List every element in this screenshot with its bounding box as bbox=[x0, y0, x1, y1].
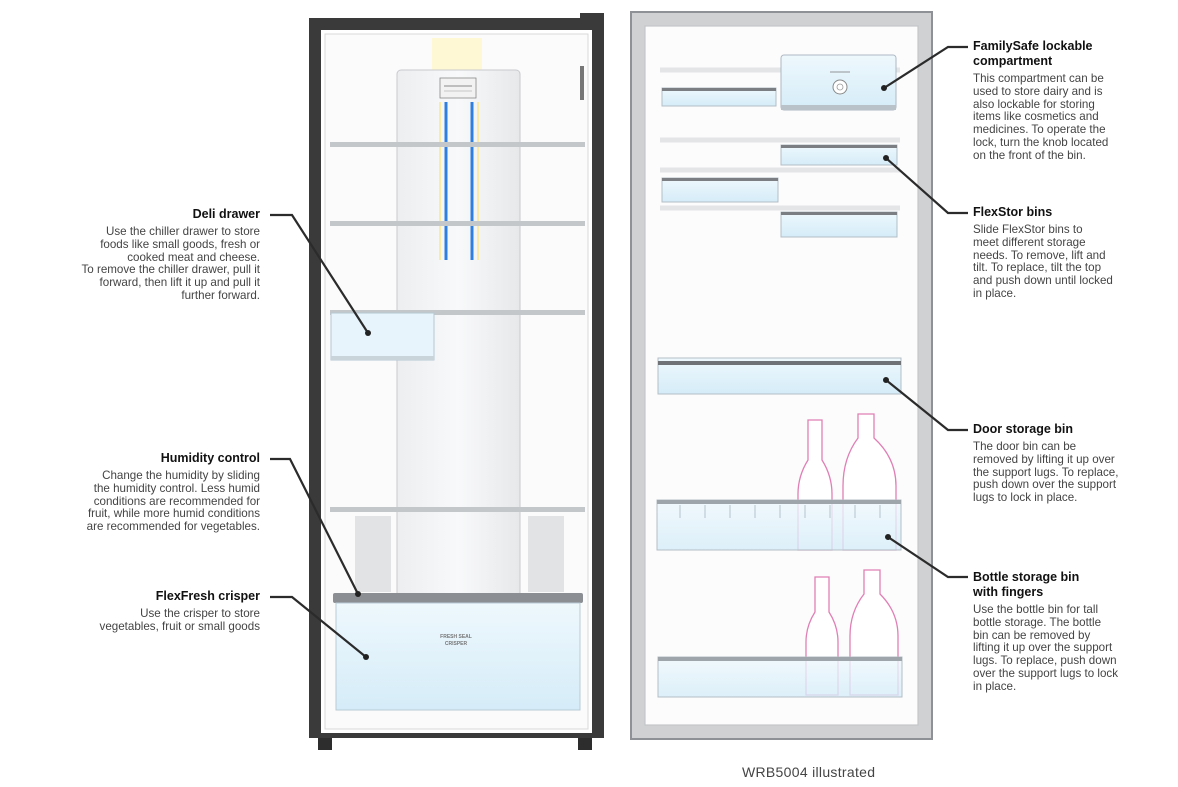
lock-knob bbox=[832, 79, 848, 95]
deli-drawer-title: Deli drawer bbox=[192, 207, 260, 221]
leader-lines bbox=[270, 45, 968, 658]
control-panel bbox=[439, 77, 477, 99]
humidity-slot-left bbox=[355, 516, 391, 592]
desc-line: The door bin can be bbox=[973, 440, 1077, 453]
crisper-lid bbox=[333, 593, 583, 603]
crisper-label-line2: CRISPER bbox=[445, 641, 468, 647]
bottom-door-bin bbox=[657, 656, 903, 698]
model-caption: WRB5004 illustrated bbox=[742, 764, 876, 780]
cabinet-foot-left bbox=[318, 738, 332, 750]
desc-line: conditions are recommended for bbox=[93, 494, 260, 508]
desc-line: forward, then lift it up and pull it bbox=[99, 276, 260, 290]
desc-line: further forward. bbox=[181, 288, 260, 302]
desc-line: are recommended for vegetables. bbox=[86, 520, 260, 534]
callout-door-storage-bin: Door storage bin The door bin can be rem… bbox=[973, 422, 1173, 505]
desc-line: lock, turn the knob located bbox=[973, 135, 1109, 149]
desc-line: lugs to lock in place. bbox=[973, 491, 1078, 505]
callout-deli-drawer: Deli drawer Use the chiller drawer to st… bbox=[0, 207, 261, 303]
desc-line: lugs. To replace, push down bbox=[973, 654, 1117, 668]
desc-line: push down over the support bbox=[973, 478, 1117, 492]
desc-line: cooked meat and cheese. bbox=[127, 250, 260, 264]
desc-line: Use the chiller drawer to store bbox=[105, 225, 260, 238]
desc-line: and push down until locked bbox=[973, 274, 1113, 288]
cabinet-foot-right bbox=[578, 738, 592, 750]
fridge-cabinet: FRESH SEAL CRISPER bbox=[309, 13, 604, 750]
title-line: Bottle storage bin bbox=[973, 570, 1080, 584]
flexfresh-crisper-description: Use the crisper to store vegetables, fru… bbox=[0, 607, 260, 634]
door-storage-bin-title: Door storage bin bbox=[973, 422, 1173, 437]
desc-line: tilt. To replace, tilt the top bbox=[973, 261, 1102, 275]
desc-line: meet different storage bbox=[973, 235, 1086, 249]
door-storage-bin-description: The door bin can be removed by lifting i… bbox=[973, 440, 1173, 505]
leader-familysafe bbox=[883, 45, 968, 89]
desc-line: the humidity control. Less humid bbox=[93, 481, 260, 495]
desc-line: bottle storage. The bottle bbox=[973, 615, 1102, 629]
humidity-slot-right bbox=[528, 516, 564, 592]
desc-line: fruit, while more humid conditions bbox=[87, 507, 260, 521]
desc-line: in place. bbox=[973, 286, 1017, 300]
title-line: FlexStor bins bbox=[973, 205, 1053, 219]
familysafe-title: FamilySafe lockable compartment bbox=[973, 39, 1173, 69]
leader-flexstor bbox=[885, 157, 968, 215]
flexstor-description: Slide FlexStor bins to meet different st… bbox=[973, 223, 1173, 301]
humidity-control-title: Humidity control bbox=[160, 451, 260, 465]
leader-dots bbox=[355, 85, 891, 660]
desc-line: removed by lifting it up over bbox=[973, 452, 1115, 466]
leader-flexfresh-crisper bbox=[270, 595, 367, 658]
desc-line: also lockable for storing bbox=[973, 97, 1095, 111]
leader-door-storage-bin bbox=[885, 379, 968, 432]
callout-familysafe-compartment: FamilySafe lockable compartment This com… bbox=[973, 39, 1173, 163]
title-line: Door storage bin bbox=[973, 422, 1074, 436]
glass-shelves bbox=[330, 142, 585, 512]
deli-drawer-part bbox=[330, 312, 435, 361]
desc-line: over the support lugs to lock bbox=[973, 666, 1119, 680]
desc-line: used to store dairy and is bbox=[973, 84, 1103, 98]
bottle-storage-bin-description: Use the bottle bin for tall bottle stora… bbox=[973, 603, 1175, 694]
leader-deli-drawer bbox=[270, 213, 369, 334]
deli-drawer-description: Use the chiller drawer to store foods li… bbox=[0, 225, 261, 303]
title-line: with fingers bbox=[973, 585, 1044, 599]
desc-line: To remove the chiller drawer, pull it bbox=[81, 263, 261, 277]
title-line: FamilySafe lockable bbox=[973, 39, 1093, 53]
top-hinge bbox=[580, 13, 604, 23]
desc-line: lifting it up over the support bbox=[973, 641, 1113, 655]
callout-humidity-control: Humidity control Change the humidity by … bbox=[0, 451, 260, 534]
desc-line: needs. To remove, lift and bbox=[973, 248, 1106, 262]
callout-bottle-storage-bin: Bottle storage bin with fingers Use the … bbox=[973, 570, 1175, 694]
flexstor-bin-3 bbox=[780, 211, 898, 238]
familysafe-description: This compartment can be used to store da… bbox=[973, 72, 1173, 163]
desc-line: in place. bbox=[973, 679, 1017, 693]
leader-bottle-storage-bin bbox=[887, 536, 968, 579]
humidity-control-description: Change the humidity by sliding the humid… bbox=[0, 469, 260, 534]
desc-line: Use the bottle bin for tall bbox=[973, 603, 1099, 616]
desc-line: foods like small goods, fresh or bbox=[100, 237, 260, 251]
desc-line: Use the crisper to store bbox=[140, 607, 260, 620]
crisper-drawer-part bbox=[335, 602, 581, 711]
bin-fingers bbox=[679, 505, 881, 518]
desc-line: vegetables, fruit or small goods bbox=[99, 619, 260, 633]
flexstor-title: FlexStor bins bbox=[973, 205, 1173, 220]
fridge-door bbox=[630, 11, 933, 740]
desc-line: This compartment can be bbox=[973, 72, 1104, 85]
callout-flexfresh-crisper: FlexFresh crisper Use the crisper to sto… bbox=[0, 589, 260, 634]
desc-line: medicines. To operate the bbox=[973, 123, 1106, 137]
desc-line: the support lugs. To replace, bbox=[973, 465, 1119, 479]
leader-humidity-control bbox=[270, 457, 359, 595]
callout-flexstor-bins: FlexStor bins Slide FlexStor bins to mee… bbox=[973, 205, 1173, 301]
bottle-storage-bin-title: Bottle storage bin with fingers bbox=[973, 570, 1175, 600]
desc-line: on the front of the bin. bbox=[973, 148, 1086, 162]
bottle-storage-bin-part bbox=[656, 499, 902, 551]
desc-line: items like cosmetics and bbox=[973, 110, 1099, 124]
title-line: compartment bbox=[973, 54, 1053, 68]
flexfresh-crisper-title: FlexFresh crisper bbox=[155, 589, 260, 603]
desc-line: Slide FlexStor bins to bbox=[973, 223, 1083, 236]
crisper-label-line1: FRESH SEAL bbox=[440, 634, 472, 640]
flexstor-bin-2 bbox=[661, 177, 779, 203]
desc-line: bin can be removed by bbox=[973, 628, 1091, 642]
desc-line: Change the humidity by sliding bbox=[102, 469, 260, 482]
